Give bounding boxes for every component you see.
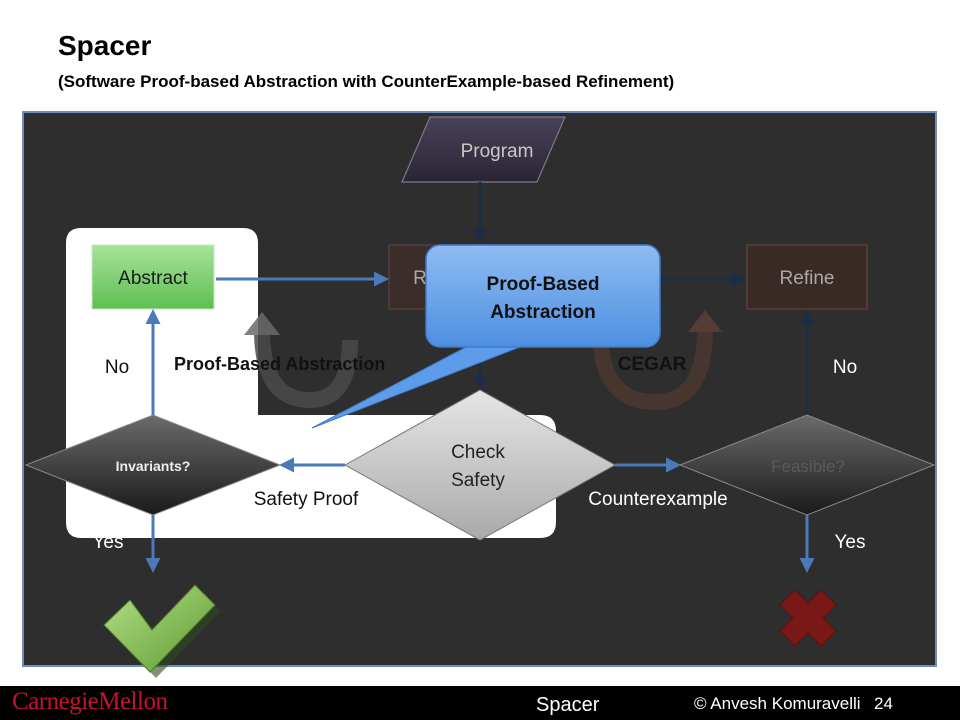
invariants-label: Invariants?	[116, 458, 191, 474]
carnegie-mellon-logo: CarnegieMellon	[12, 688, 168, 715]
check-safety-label-line1: Check	[451, 442, 505, 463]
check-mark-icon	[103, 584, 221, 678]
counterexample-label: Counterexample	[588, 489, 727, 510]
no-label-right: No	[833, 357, 857, 378]
cegar-cycle-arrow	[592, 310, 722, 411]
callout-label-line2: Abstraction	[490, 302, 596, 323]
callout-label-line1: Proof-Based	[487, 274, 600, 295]
feasible-label: Feasible?	[771, 457, 845, 476]
cross-mark-icon	[779, 589, 837, 647]
yes-label-right: Yes	[835, 532, 866, 553]
footer-bar	[0, 686, 960, 720]
safety-proof-label: Safety Proof	[254, 489, 359, 510]
refine-label: Refine	[780, 268, 835, 289]
refine-node	[746, 244, 868, 310]
abstract-label: Abstract	[118, 268, 188, 289]
feasible-decision	[678, 414, 936, 516]
footer-copyright: © Anvesh Komuravelli	[694, 694, 861, 713]
proof-based-abstraction-callout	[425, 244, 661, 348]
program-label: Program	[461, 141, 534, 162]
pba-cycle-arrow	[244, 312, 358, 409]
slide-subtitle: (Software Proof-based Abstraction with C…	[58, 72, 675, 91]
check-safety-label-line2: Safety	[451, 470, 505, 491]
no-label-left: No	[105, 357, 129, 378]
page-number: 24	[874, 694, 893, 713]
abstract-node	[91, 244, 215, 310]
footer-title: Spacer	[536, 694, 600, 716]
program-node	[401, 116, 566, 183]
pba-label: Proof-Based Abstraction	[174, 354, 385, 374]
model-label-partial: R	[413, 268, 427, 289]
cegar-label: CEGAR	[618, 354, 687, 375]
yes-label-left: Yes	[93, 532, 124, 553]
slide-title: Spacer	[58, 30, 152, 61]
